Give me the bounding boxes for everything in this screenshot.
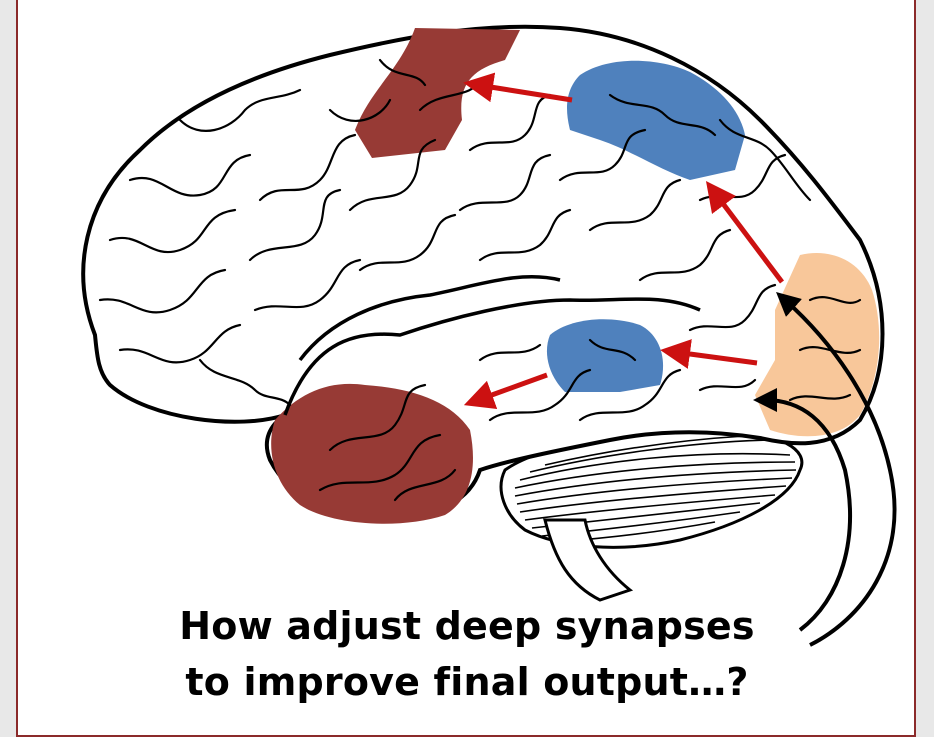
caption-line-1: How adjust deep synapses bbox=[0, 604, 934, 648]
caption-line-2: to improve final output…? bbox=[0, 660, 934, 704]
intermediate-region-temporal bbox=[547, 319, 663, 392]
